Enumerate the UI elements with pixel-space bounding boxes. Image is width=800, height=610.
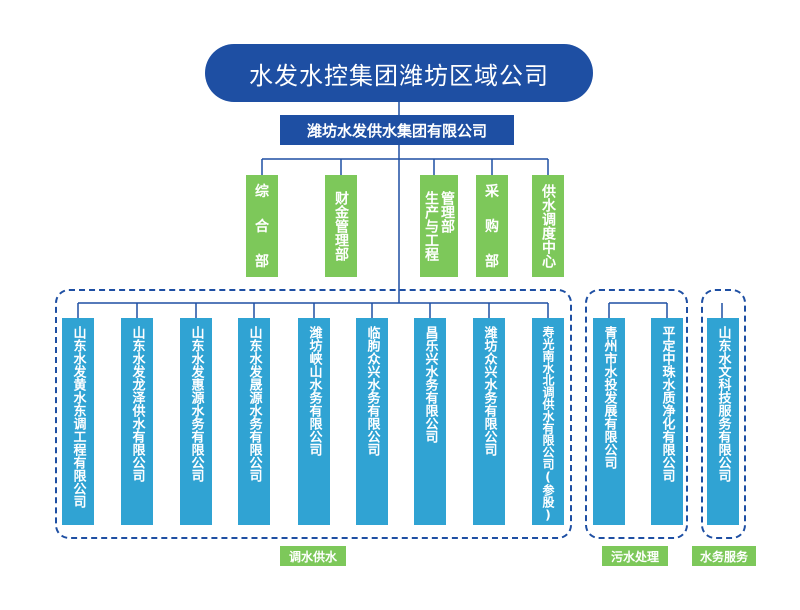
group-outline-water-services xyxy=(701,289,746,539)
dept-general-affairs: 综 合 部 xyxy=(246,175,278,277)
company-box: 潍坊众兴水务有限公司 xyxy=(473,318,505,525)
group-company-box: 潍坊水发供水集团有限公司 xyxy=(280,115,514,145)
company-label: 山东水文科技服务有限公司 xyxy=(715,326,731,482)
group-outline-sewage xyxy=(585,289,688,539)
dept-label: 生产与工程 xyxy=(423,191,439,261)
dept-finance: 财金管理部 xyxy=(325,175,357,277)
dept-procurement: 采 购 部 xyxy=(476,175,508,277)
company-box: 昌乐兴水务有限公司 xyxy=(414,318,446,525)
dept-label: 采 xyxy=(485,184,499,200)
group-outline-water-supply xyxy=(55,289,572,539)
company-box: 山东水发惠源水务有限公司 xyxy=(180,318,212,525)
company-box: 山东水发晟源水务有限公司 xyxy=(238,318,270,525)
company-box: 山东水发黄水东调工程有限公司 xyxy=(62,318,94,525)
group-label-sewage: 污水处理 xyxy=(602,546,668,566)
company-label: 山东水发龙泽供水有限公司 xyxy=(129,326,145,482)
org-title: 水发水控集团潍坊区域公司 xyxy=(205,44,593,102)
company-label: 潍坊峡山水务有限公司 xyxy=(306,326,322,456)
dept-dispatch-center: 供水调度中心 xyxy=(532,175,564,277)
company-label: 山东水发惠源水务有限公司 xyxy=(188,326,204,482)
dept-label: 部 xyxy=(485,254,499,270)
group-label-water-services: 水务服务 xyxy=(692,546,756,566)
company-label: 山东水发晟源水务有限公司 xyxy=(246,326,262,482)
dept-label: 管理部 xyxy=(439,191,455,233)
company-label: 寿光南水北调供水有限公司(参股) xyxy=(541,326,555,522)
dept-label: 购 xyxy=(485,219,499,235)
company-label: 临朐众兴水务有限公司 xyxy=(364,326,380,456)
company-label: 昌乐兴水务有限公司 xyxy=(422,326,438,443)
company-box: 青州市水投发展有限公司 xyxy=(593,318,625,525)
dept-label: 部 xyxy=(255,254,269,270)
company-label: 山东水发黄水东调工程有限公司 xyxy=(70,326,86,508)
company-box: 潍坊峡山水务有限公司 xyxy=(298,318,330,525)
company-box: 山东水文科技服务有限公司 xyxy=(707,318,739,525)
dept-label: 财金管理部 xyxy=(333,191,349,261)
company-label: 平定中珠水质净化有限公司 xyxy=(659,326,675,482)
group-label-water-supply: 调水供水 xyxy=(280,546,346,566)
dept-label: 合 xyxy=(255,219,269,235)
company-box: 临朐众兴水务有限公司 xyxy=(356,318,388,525)
company-box: 山东水发龙泽供水有限公司 xyxy=(121,318,153,525)
company-box: 平定中珠水质净化有限公司 xyxy=(651,318,683,525)
company-label: 潍坊众兴水务有限公司 xyxy=(481,326,497,456)
dept-label: 综 xyxy=(255,184,269,200)
company-box: 寿光南水北调供水有限公司(参股) xyxy=(532,318,564,525)
company-label: 青州市水投发展有限公司 xyxy=(601,326,617,469)
dept-production-engineering: 管理部 生产与工程 xyxy=(420,175,458,277)
dept-label: 供水调度中心 xyxy=(540,184,556,268)
